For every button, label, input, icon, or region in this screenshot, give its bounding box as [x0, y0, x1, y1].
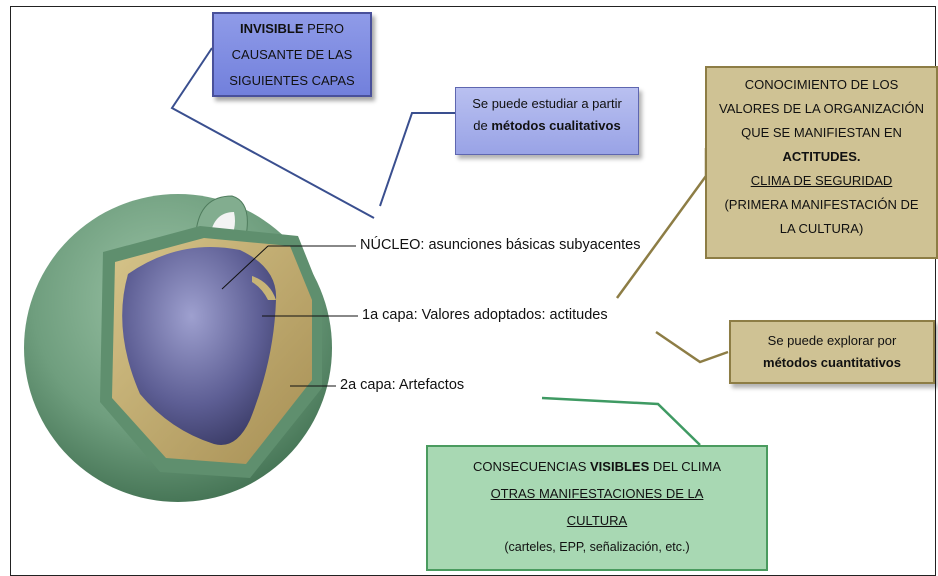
values-highlight: [252, 276, 276, 300]
visibles-line1: CONSECUENCIAS VISIBLES DEL CLIMA: [428, 453, 766, 480]
pointer-nucleo: [221, 245, 269, 290]
conocimiento-line3: QUE SE MANIFIESTAN EN: [741, 125, 902, 140]
invisible-line1-rest: PERO: [303, 21, 345, 36]
connector-visibles: [541, 396, 701, 446]
cualitativos-keyword: métodos cualitativos: [491, 118, 621, 133]
conocimiento-line7: LA CULTURA): [779, 221, 864, 236]
label-capa1: 1a capa: Valores adoptados: actitudes: [362, 307, 608, 323]
connector-invisible: [170, 47, 375, 219]
callout-cuantitativos: Se puede explorar por métodos cuantitati…: [729, 320, 935, 384]
connector-conocimiento: [615, 148, 708, 299]
callout-invisible-line3: SIGUIENTES CAPAS: [229, 73, 355, 88]
conocimiento-line1: CONOCIMIENTO DE LOS: [744, 77, 899, 92]
conocimiento-line2: VALORES DE LA ORGANIZACIÓN: [719, 101, 924, 116]
callout-visibles: CONSECUENCIAS VISIBLES DEL CLIMA OTRAS M…: [426, 445, 768, 571]
cuantitativos-line1: Se puede explorar por: [767, 333, 897, 348]
callout-invisible-line2: CAUSANTE DE LAS: [231, 47, 353, 62]
visibles-suffix: DEL CLIMA: [649, 459, 722, 474]
callout-cualitativos-line1: Se puede estudiar a partir: [472, 96, 622, 111]
visibles-line2: OTRAS MANIFESTACIONES DE LA: [490, 486, 704, 501]
visibles-prefix: CONSECUENCIAS: [472, 459, 590, 474]
connector-cuantitativos: [655, 330, 729, 364]
invisible-keyword: INVISIBLE: [239, 21, 304, 36]
callout-invisible-line1: INVISIBLE PERO: [214, 16, 370, 42]
callout-invisible: INVISIBLE PERO CAUSANTE DE LAS SIGUIENTE…: [212, 12, 372, 97]
visibles-line3: CULTURA: [566, 513, 628, 528]
cualitativos-prefix: de: [473, 118, 492, 133]
conocimiento-line6: (PRIMERA MANIFESTACIÓN DE: [724, 197, 919, 212]
label-capa2: 2a capa: Artefactos: [340, 377, 465, 393]
conocimiento-actitudes: ACTITUDES.: [782, 149, 861, 164]
visibles-line4: (carteles, EPP, señalización, etc.): [504, 540, 690, 554]
callout-cualitativos-line2: de métodos cualitativos: [456, 115, 638, 137]
culture-sphere: [24, 194, 332, 502]
visibles-keyword: VISIBLES: [590, 459, 650, 474]
core-nucleus: [122, 247, 277, 445]
connector-cualitativos: [379, 112, 456, 207]
cuantitativos-keyword: métodos cuantitativos: [763, 355, 901, 370]
conocimiento-clima: CLIMA DE SEGURIDAD: [750, 173, 893, 188]
callout-cualitativos: Se puede estudiar a partir de métodos cu…: [455, 87, 639, 155]
callout-conocimiento: CONOCIMIENTO DE LOS VALORES DE LA ORGANI…: [705, 66, 938, 259]
label-nucleo: NÚCLEO: asunciones básicas subyacentes: [360, 237, 641, 253]
